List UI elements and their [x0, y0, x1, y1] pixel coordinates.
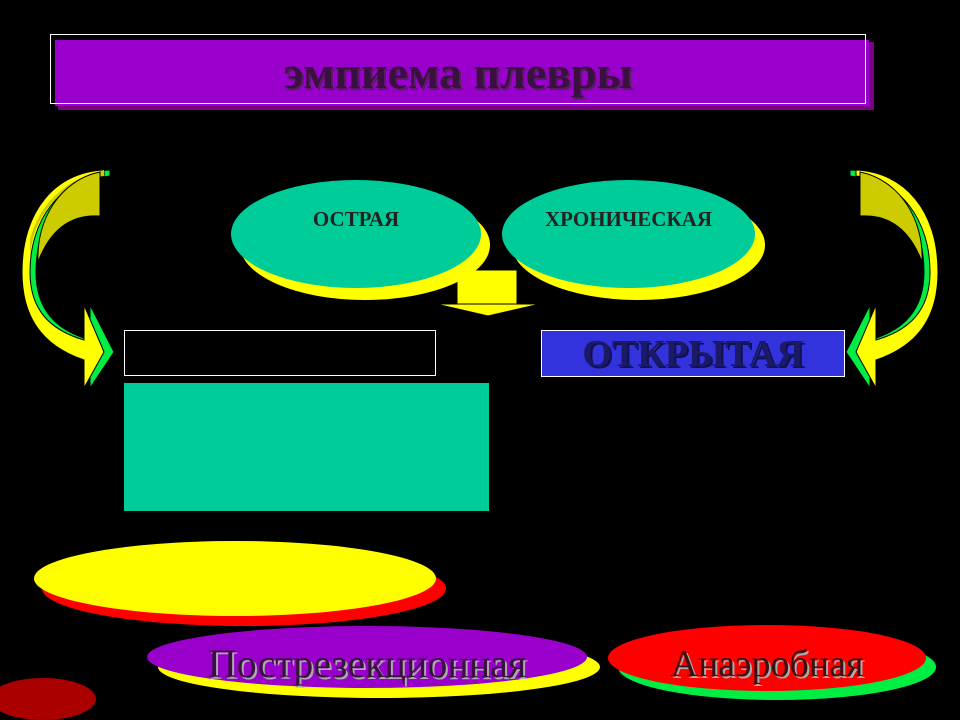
yellow-ellipse — [34, 541, 436, 616]
title-frame — [50, 34, 866, 104]
chronic-label: ХРОНИЧЕСКАЯ — [544, 206, 712, 231]
chronic-ellipse: ХРОНИЧЕСКАЯ — [502, 180, 755, 288]
anaerobic-ellipse — [608, 625, 926, 691]
page-title: эмпиема плевры — [283, 46, 633, 98]
closed-box — [124, 330, 436, 376]
anaerobic-label: Анаэробная — [670, 643, 864, 685]
dark-red-ellipse — [0, 678, 96, 720]
postresection-label: Пострезекционная — [207, 640, 527, 686]
teal-box — [124, 383, 489, 511]
acute-label: ОСТРАЯ — [312, 206, 400, 231]
title-box — [55, 40, 869, 106]
left-curved-arrow-face — [21, 169, 105, 390]
open-box: ОТКРЫТАЯ — [541, 330, 845, 377]
right-curved-arrow-face — [855, 169, 939, 390]
acute-ellipse: ОСТРАЯ — [231, 180, 481, 288]
postresection-ellipse — [147, 626, 587, 688]
